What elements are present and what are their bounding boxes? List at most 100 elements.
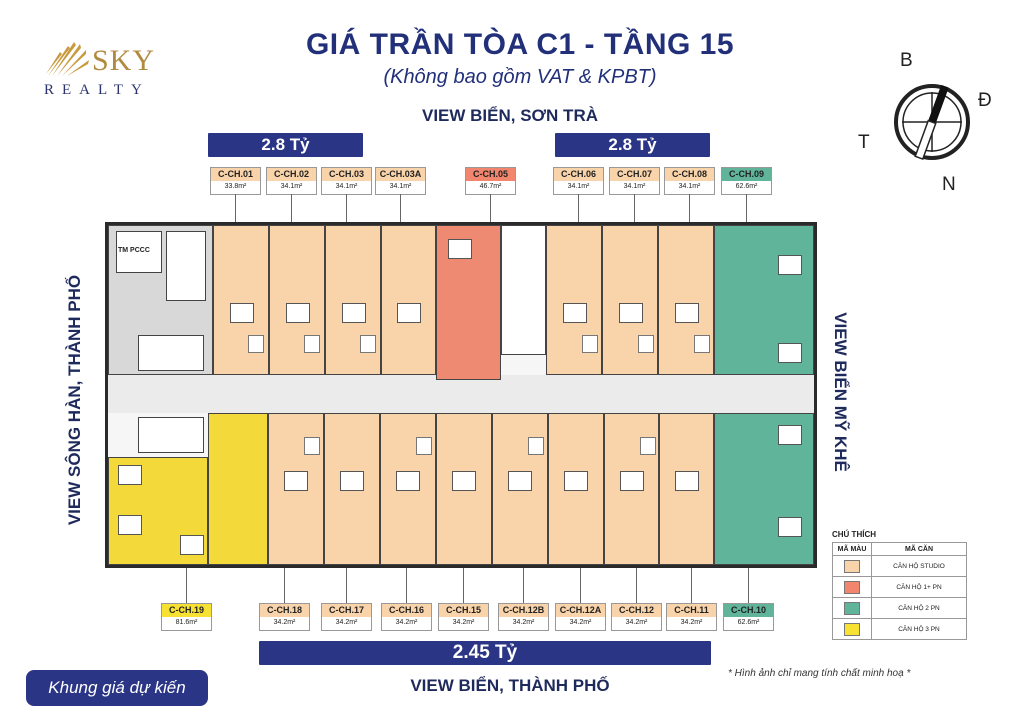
unit-code: C-CH.15	[439, 604, 488, 617]
price-bottom: 2.45 Tỷ	[259, 641, 711, 665]
unit-code: C-CH.10	[724, 604, 773, 617]
price-top-left: 2.8 Tỷ	[208, 133, 363, 157]
legend-3br: CĂN HỘ 3 PN	[871, 618, 967, 640]
unit-area: 34.2m²	[382, 617, 431, 629]
disclaimer-note: * Hình ảnh chỉ mang tính chất minh hoạ *	[728, 668, 911, 679]
bed-icon	[230, 303, 254, 323]
page-subtitle: (Không bao gồm VAT & KPBT)	[383, 66, 657, 88]
stair-left	[166, 231, 206, 301]
leader-line	[284, 566, 285, 603]
unit-area: 34.2m²	[439, 617, 488, 629]
legend-title: CHÚ THÍCH	[832, 530, 876, 539]
leader-line	[691, 566, 692, 603]
leader-line	[748, 566, 749, 603]
bed-icon	[778, 343, 802, 363]
view-right-label: VIEW BIỂN MỸ KHÊ	[831, 312, 850, 472]
elevator-top	[138, 335, 204, 371]
view-top-label: VIEW BIỂN, SƠN TRÀ	[421, 106, 598, 125]
bed-icon	[620, 471, 644, 491]
fire-room	[116, 231, 162, 273]
bed-icon	[118, 515, 142, 535]
unit-area: 34.1m²	[267, 181, 316, 193]
swatch-2br	[844, 601, 860, 615]
unit-code: C-CH.05	[466, 168, 515, 181]
leader-line	[689, 194, 690, 228]
leader-line	[291, 194, 292, 228]
logo-tagline: REALTY	[44, 82, 150, 98]
bed-icon	[286, 303, 310, 323]
unit-c-ch-03a	[381, 225, 436, 375]
unit-code: C-CH.12B	[499, 604, 548, 617]
swatch-studio	[844, 559, 860, 573]
stair-middle	[501, 225, 546, 355]
unit-code: C-CH.11	[667, 604, 716, 617]
legend-1br: CĂN HỘ 1+ PN	[871, 576, 967, 598]
unit-area: 62.6m²	[722, 181, 771, 193]
unit-code: C-CH.07	[610, 168, 659, 181]
bed-icon	[452, 471, 476, 491]
leader-line	[346, 566, 347, 603]
bed-icon	[563, 303, 587, 323]
unit-code: C-CH.08	[665, 168, 714, 181]
compass-west: T	[858, 132, 870, 153]
leader-line	[490, 194, 491, 228]
leader-line	[400, 194, 401, 228]
unit-code: C-CH.09	[722, 168, 771, 181]
unit-area: 34.2m²	[612, 617, 661, 629]
unit-area: 34.2m²	[556, 617, 605, 629]
corridor	[108, 375, 814, 413]
view-left-label: VIEW SÔNG HÀN, THÀNH PHỐ	[65, 274, 84, 526]
logo-brand: SKY	[92, 44, 156, 77]
fire-room-label: TM PCCC	[118, 247, 150, 254]
bed-icon	[340, 471, 364, 491]
bed-icon	[284, 471, 308, 491]
unit-area: 34.2m²	[260, 617, 309, 629]
bed-icon	[448, 239, 472, 259]
leader-line	[580, 566, 581, 603]
bath-icon	[638, 335, 654, 353]
unit-area: 34.2m²	[322, 617, 371, 629]
compass-south: N	[942, 174, 956, 195]
unit-c-ch-19-b	[208, 413, 268, 565]
unit-area: 34.2m²	[499, 617, 548, 629]
unit-area: 34.1m²	[610, 181, 659, 193]
bath-icon	[248, 335, 264, 353]
elevator-bottom	[138, 417, 204, 453]
bath-icon	[304, 335, 320, 353]
bath-icon	[416, 437, 432, 455]
bed-icon	[778, 425, 802, 445]
compass-north: B	[900, 50, 913, 71]
unit-code: C-CH.17	[322, 604, 371, 617]
unit-code: C-CH.19	[162, 604, 211, 617]
compass: B Đ T N	[858, 50, 1010, 200]
bed-icon	[397, 303, 421, 323]
bath-icon	[304, 437, 320, 455]
compass-icon	[894, 84, 970, 161]
bath-icon	[360, 335, 376, 353]
floor-plan: TM PCCC	[105, 222, 817, 568]
unit-code: C-CH.12A	[556, 604, 605, 617]
swatch-3br	[844, 622, 860, 636]
bed-icon	[180, 535, 204, 555]
legend-col-type: MÃ CĂN	[871, 542, 967, 556]
leader-line	[463, 566, 464, 603]
unit-area: 33.8m²	[211, 181, 260, 193]
unit-code: C-CH.18	[260, 604, 309, 617]
bath-icon	[640, 437, 656, 455]
swatch-1br	[844, 580, 860, 594]
leader-line	[636, 566, 637, 603]
price-frame-button[interactable]: Khung giá dự kiến	[26, 670, 208, 706]
sky-realty-logo: SKY REALTY	[40, 38, 170, 100]
unit-area: 46.7m²	[466, 181, 515, 193]
